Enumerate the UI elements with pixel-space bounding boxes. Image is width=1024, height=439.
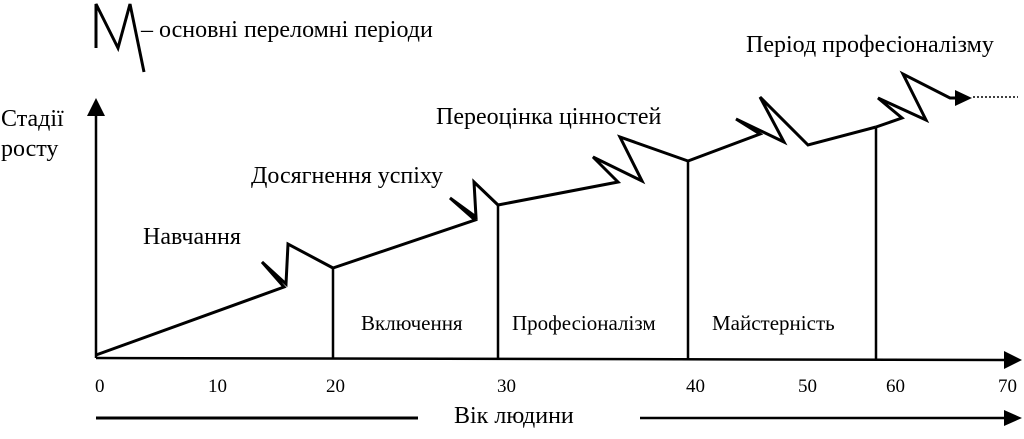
stage-label-professionalism-period: Період професіоналізму [746, 32, 994, 58]
age-arrow: Вік людини [96, 403, 1022, 429]
x-tick-0: 0 [95, 376, 105, 397]
x-axis: 0 10 20 30 40 50 60 70 [95, 351, 1022, 397]
age-arrow-head-icon [1004, 410, 1022, 426]
stage-label-success: Досягнення успіху [251, 163, 443, 189]
x-axis-line [95, 356, 1007, 362]
x-tick-40: 40 [686, 376, 705, 397]
stage-label-revaluation: Переоцінка цінностей [436, 104, 662, 130]
x-tick-20: 20 [326, 376, 345, 397]
stage-labels: Навчання Досягнення успіху Переоцінка ці… [143, 32, 994, 250]
y-axis: Стадії росту [1, 98, 105, 358]
x-tick-30: 30 [497, 376, 516, 397]
x-tick-60: 60 [886, 376, 905, 397]
growth-arrow-icon [955, 90, 972, 106]
growth-segment-2 [332, 178, 500, 270]
band-label-mastery: Майстерність [712, 311, 835, 335]
x-tick-70: 70 [998, 376, 1017, 397]
growth-curve [95, 70, 1018, 357]
x-axis-label: Вік людини [454, 403, 574, 429]
legend-text: – основні переломні періоди [140, 17, 433, 43]
band-label-professionalism: Професіоналізм [512, 311, 656, 335]
growth-segment-1 [95, 241, 334, 357]
legend: – основні переломні періоди [94, 3, 433, 73]
stage-label-learning: Навчання [143, 224, 241, 250]
stage-dividers [331, 127, 878, 359]
y-axis-label-line1: Стадії [1, 106, 64, 132]
y-axis-arrow-icon [87, 98, 105, 116]
band-labels: Включення Професіоналізм Майстерність [361, 311, 835, 335]
zigzag-break-icon [94, 3, 146, 73]
x-axis-arrow-icon [1004, 351, 1022, 369]
y-axis-label-line2: росту [1, 136, 58, 162]
growth-segment-4 [687, 95, 877, 163]
growth-segment-3 [497, 134, 689, 207]
band-label-inclusion: Включення [361, 311, 463, 335]
x-tick-10: 10 [208, 376, 227, 397]
x-tick-50: 50 [798, 376, 817, 397]
growth-segment-5 [875, 70, 958, 129]
